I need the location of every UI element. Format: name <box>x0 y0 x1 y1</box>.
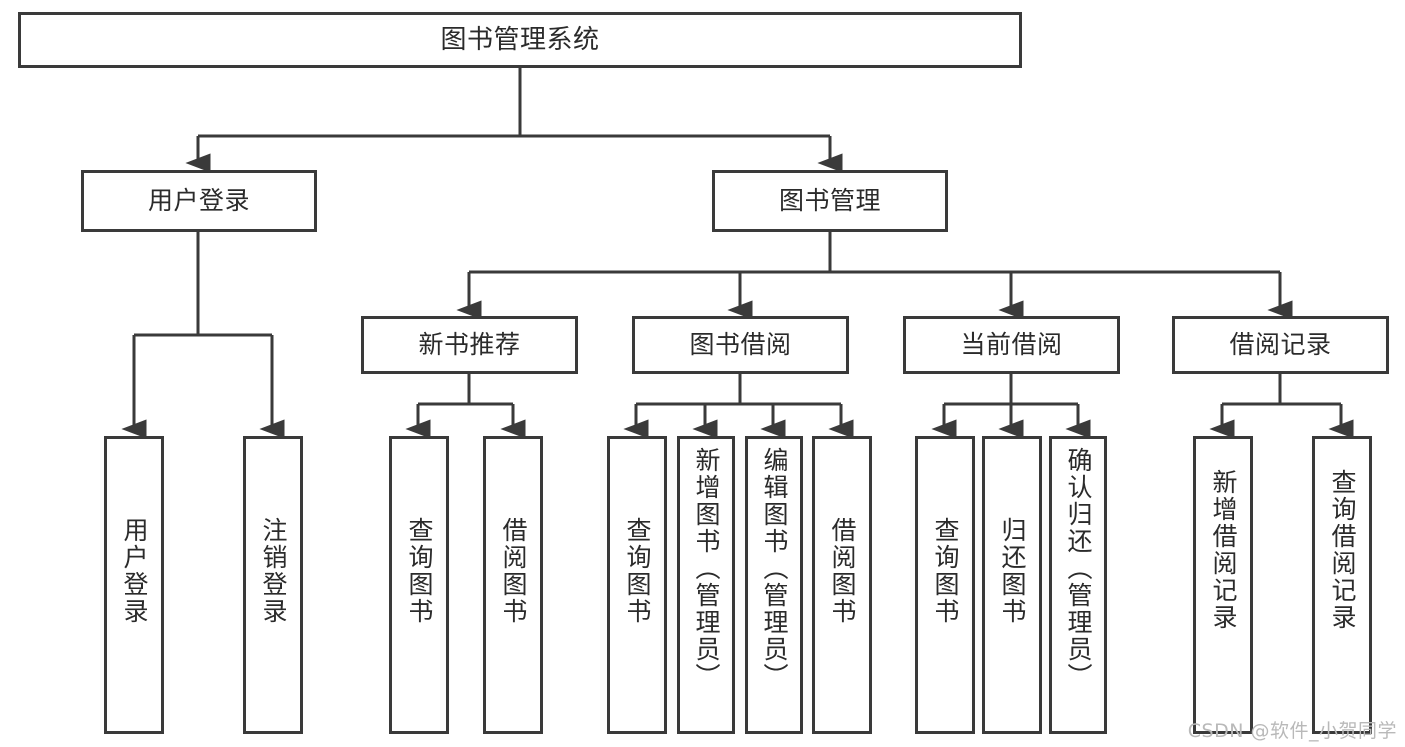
node-leaf-logout[interactable]: 注销登录 <box>243 436 303 734</box>
node-book-borrow-label: 图书借阅 <box>689 330 792 360</box>
node-leaf-query-book-3[interactable]: 查询图书 <box>915 436 975 734</box>
node-new-book-rec-label: 新书推荐 <box>418 330 521 360</box>
node-current-borrow[interactable]: 当前借阅 <box>903 316 1120 374</box>
node-borrow-record[interactable]: 借阅记录 <box>1172 316 1389 374</box>
node-book-borrow[interactable]: 图书借阅 <box>632 316 849 374</box>
node-new-book-rec[interactable]: 新书推荐 <box>361 316 578 374</box>
node-leaf-borrow-book-1-label: 借阅图书 <box>499 517 528 625</box>
node-leaf-query-book-1[interactable]: 查询图书 <box>389 436 449 734</box>
node-leaf-edit-book[interactable]: 编辑图书（管理员） <box>745 436 803 734</box>
node-book-manage[interactable]: 图书管理 <box>712 170 948 232</box>
csdn-watermark: CSDN @软件_小贺同学 <box>1187 720 1397 742</box>
node-leaf-borrow-book-2-label: 借阅图书 <box>828 517 857 625</box>
node-leaf-add-record[interactable]: 新增借阅记录 <box>1193 436 1253 734</box>
node-leaf-edit-book-label: 编辑图书（管理员） <box>760 447 789 690</box>
node-leaf-logout-label: 注销登录 <box>259 517 288 625</box>
node-leaf-query-book-2-label: 查询图书 <box>623 517 652 625</box>
node-leaf-add-book-label: 新增图书（管理员） <box>692 447 721 690</box>
node-leaf-return-book[interactable]: 归还图书 <box>982 436 1042 734</box>
node-book-manage-label: 图书管理 <box>778 186 881 216</box>
node-root-label: 图书管理系统 <box>440 24 600 55</box>
node-leaf-user-login[interactable]: 用户登录 <box>104 436 164 734</box>
node-leaf-query-record[interactable]: 查询借阅记录 <box>1312 436 1372 734</box>
node-root[interactable]: 图书管理系统 <box>18 12 1022 68</box>
node-leaf-confirm-return-label: 确认归还（管理员） <box>1064 447 1093 690</box>
node-leaf-return-book-label: 归还图书 <box>998 517 1027 625</box>
node-leaf-query-record-label: 查询借阅记录 <box>1328 469 1357 631</box>
node-leaf-borrow-book-2[interactable]: 借阅图书 <box>812 436 872 734</box>
node-leaf-borrow-book-1[interactable]: 借阅图书 <box>483 436 543 734</box>
node-leaf-confirm-return[interactable]: 确认归还（管理员） <box>1049 436 1107 734</box>
node-leaf-query-book-2[interactable]: 查询图书 <box>607 436 667 734</box>
node-leaf-query-book-1-label: 查询图书 <box>405 517 434 625</box>
node-leaf-add-book[interactable]: 新增图书（管理员） <box>677 436 735 734</box>
node-user-login-label: 用户登录 <box>147 186 250 216</box>
node-leaf-query-book-3-label: 查询图书 <box>931 517 960 625</box>
node-leaf-user-login-label: 用户登录 <box>120 517 149 625</box>
node-current-borrow-label: 当前借阅 <box>960 330 1063 360</box>
node-user-login[interactable]: 用户登录 <box>81 170 317 232</box>
node-borrow-record-label: 借阅记录 <box>1229 330 1332 360</box>
node-leaf-add-record-label: 新增借阅记录 <box>1209 469 1238 631</box>
